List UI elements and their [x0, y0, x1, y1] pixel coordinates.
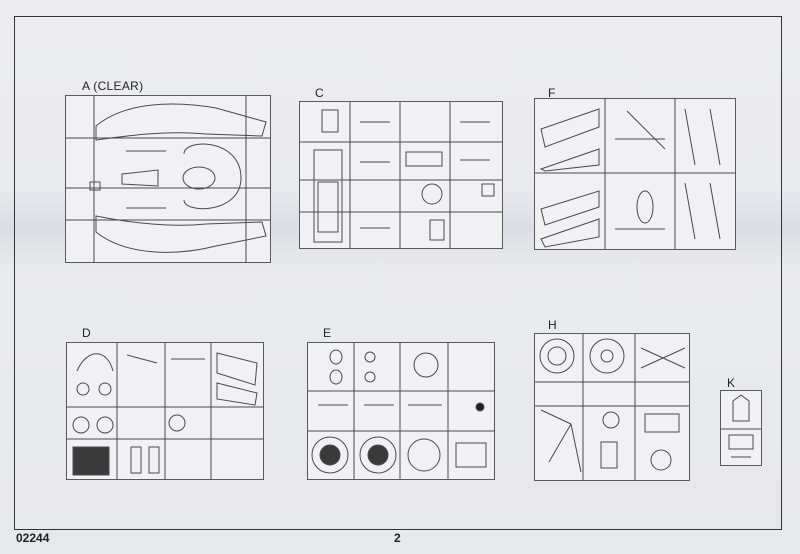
page-number: 2 [394, 531, 401, 545]
product-code: 02244 [16, 531, 50, 545]
sprue-label-a: A (CLEAR) [82, 79, 144, 93]
sprue-h-drawing [535, 334, 689, 480]
sprue-label-d: D [82, 326, 91, 340]
page-border [14, 16, 782, 530]
sprue-k [720, 390, 762, 466]
sprue-label-k: K [727, 376, 736, 390]
sprue-h [534, 333, 690, 481]
sprue-label-f: F [548, 86, 556, 100]
sprue-f-drawing [535, 99, 735, 249]
sprue-a-drawing [66, 96, 270, 262]
sprue-c [299, 101, 503, 249]
sprue-d-drawing [67, 343, 263, 479]
sprue-f [534, 98, 736, 250]
sprue-e [307, 342, 495, 480]
sprue-k-drawing [721, 394, 761, 458]
sprue-label-c: C [315, 86, 324, 100]
sprue-label-h: H [548, 318, 557, 332]
sprue-d [66, 342, 264, 480]
sprue-c-drawing [300, 102, 502, 248]
sprue-label-e: E [323, 326, 332, 340]
sprue-e-drawing [308, 343, 494, 479]
sprue-a [65, 95, 271, 263]
